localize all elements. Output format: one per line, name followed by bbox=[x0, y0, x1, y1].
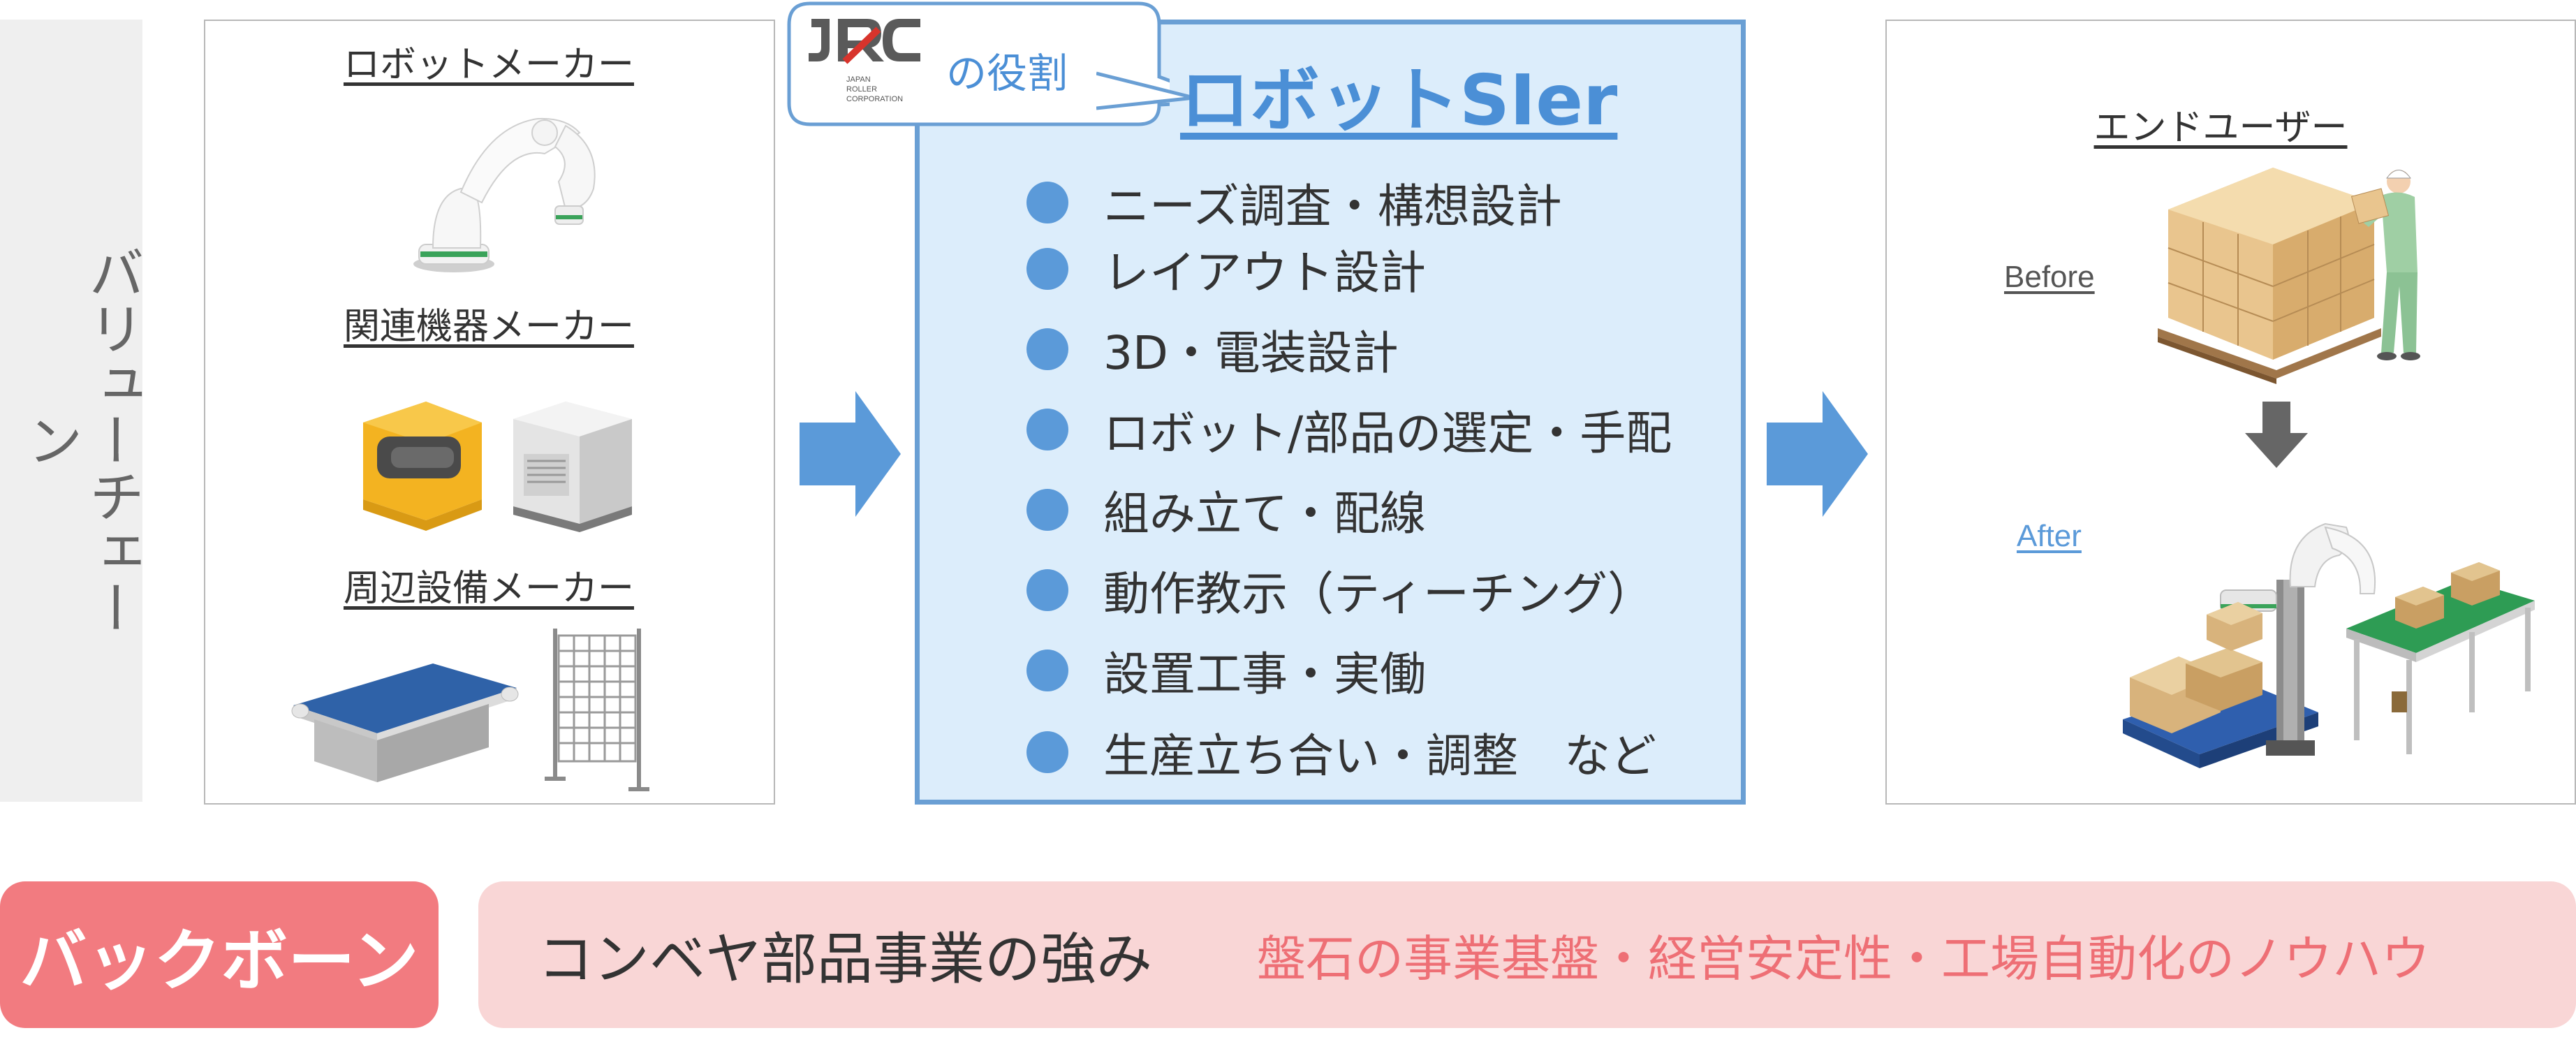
jrc-company-line1: JAPAN bbox=[846, 75, 871, 84]
sier-item-installation: 設置工事・実働 bbox=[1026, 636, 1725, 705]
sier-item-label: 3D・電装設計 bbox=[1103, 326, 1399, 380]
bullet-dot bbox=[1026, 489, 1068, 531]
after-illustration bbox=[2123, 522, 2535, 768]
robot-maker-heading: ロボットメーカー bbox=[343, 44, 634, 86]
sier-item-label: レイアウト設計 bbox=[1103, 246, 1426, 300]
before-illustration bbox=[2158, 168, 2420, 384]
related-equipment-illustration bbox=[363, 402, 632, 532]
bullet-dot bbox=[1026, 650, 1068, 691]
value-chain-label: バリューチェーン bbox=[18, 244, 145, 636]
bullet-dot bbox=[1026, 248, 1068, 290]
sier-item-layout: レイアウト設計 bbox=[1026, 234, 1725, 304]
bullet-dot bbox=[1026, 409, 1068, 450]
sier-item-assembly: 組み立て・配線 bbox=[1026, 475, 1725, 545]
before-label: Before bbox=[2004, 260, 2095, 294]
sier-item-robot-parts: ロボット/部品の選定・手配 bbox=[1026, 395, 1725, 464]
sier-item-label: 設置工事・実働 bbox=[1103, 647, 1426, 701]
value-chain-band bbox=[0, 20, 142, 802]
jrc-company-line3: CORPORATION bbox=[846, 95, 904, 103]
sier-item-teaching: 動作教示（ティーチング） bbox=[1026, 555, 1725, 625]
backbone-bar bbox=[478, 881, 2576, 1028]
bullet-dot bbox=[1026, 182, 1068, 223]
jrc-logo-icon bbox=[809, 19, 920, 64]
sier-item-label: 動作教示（ティーチング） bbox=[1103, 567, 1654, 621]
bullet-dot bbox=[1026, 569, 1068, 611]
after-label: After bbox=[2017, 519, 2082, 553]
sier-title: ロボットSIer bbox=[1180, 59, 1618, 141]
bullet-dot bbox=[1026, 328, 1068, 370]
flow-arrow-left bbox=[800, 391, 901, 517]
sier-item-label: ニーズ調査・構想設計 bbox=[1103, 179, 1562, 233]
sier-item-needs: ニーズ調査・構想設計 bbox=[1026, 168, 1725, 237]
sier-item-label: 組み立て・配線 bbox=[1103, 487, 1426, 541]
backbone-sub-text: 盤石の事業基盤・経営安定性・工場自動化のノウハウ bbox=[1257, 930, 2430, 988]
end-user-heading: エンドユーザー bbox=[2093, 107, 2348, 149]
peripheral-equipment-maker-heading: 周辺設備メーカー bbox=[343, 568, 634, 610]
related-equipment-maker-heading: 関連機器メーカー bbox=[343, 306, 634, 348]
sier-item-label: ロボット/部品の選定・手配 bbox=[1103, 406, 1672, 460]
jrc-company-line2: ROLLER bbox=[846, 85, 878, 94]
before-after-arrow-icon bbox=[2245, 402, 2308, 468]
sier-item-production: 生産立ち合い・調整 など bbox=[1026, 717, 1725, 787]
robot-arm-illustration bbox=[413, 117, 596, 272]
backbone-main-text: コンベヤ部品事業の強み bbox=[538, 927, 1152, 992]
sier-item-label: 生産立ち合い・調整 など bbox=[1103, 729, 1656, 783]
backbone-badge: バックボーン bbox=[0, 881, 439, 1028]
sier-item-3d: 3D・電装設計 bbox=[1026, 314, 1725, 384]
role-bubble-text: の役割 bbox=[946, 50, 1068, 97]
bubble-tail bbox=[1096, 71, 1195, 110]
flow-arrow-right bbox=[1767, 391, 1868, 517]
conveyor-fence-illustration bbox=[291, 629, 649, 791]
bullet-dot bbox=[1026, 731, 1068, 773]
